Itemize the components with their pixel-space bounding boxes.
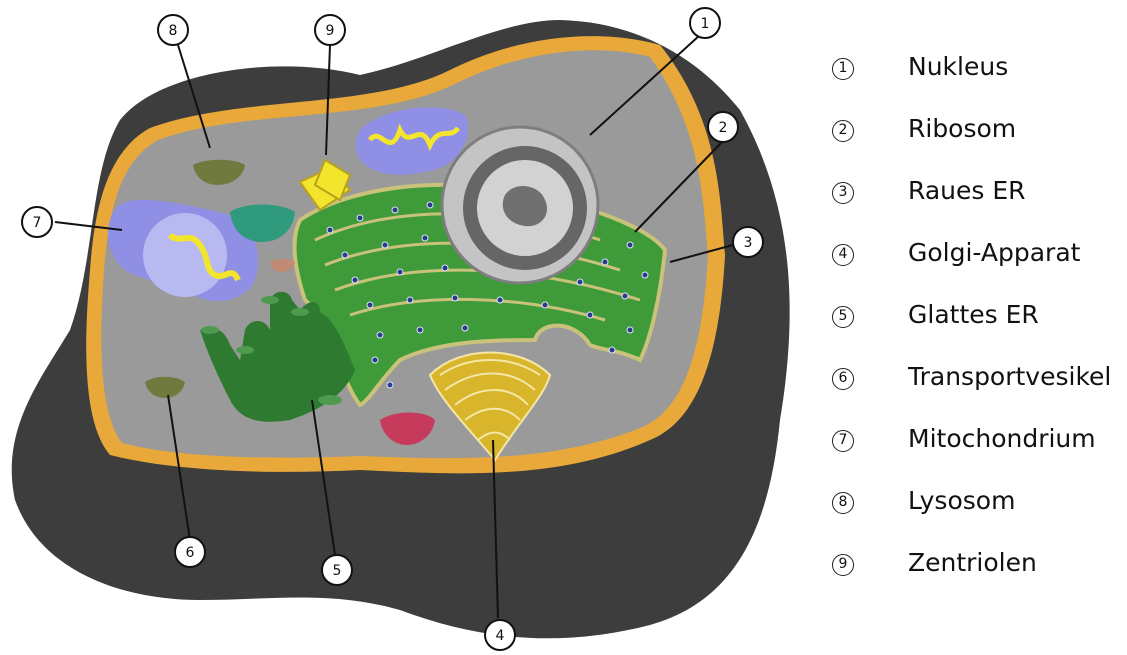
legend-item: 1 Nukleus: [832, 58, 1127, 120]
legend-number: 7: [832, 430, 854, 452]
legend-label: Golgi-Apparat: [908, 238, 1080, 267]
callout-4: 4: [496, 628, 505, 644]
legend-number: 3: [832, 182, 854, 204]
legend-item: 4 Golgi-Apparat: [832, 244, 1127, 306]
legend-item: 9 Zentriolen: [832, 554, 1127, 616]
callout-7: 7: [33, 215, 42, 231]
legend-item: 5 Glattes ER: [832, 306, 1127, 368]
legend-number: 2: [832, 120, 854, 142]
legend-label: Nukleus: [908, 52, 1008, 81]
legend-label: Mitochondrium: [908, 424, 1096, 453]
callout-5: 5: [333, 563, 342, 579]
legend-label: Zentriolen: [908, 548, 1037, 577]
legend-item: 7 Mitochondrium: [832, 430, 1127, 492]
nucleus: [442, 127, 598, 283]
legend-number: 9: [832, 554, 854, 576]
legend-number: 5: [832, 306, 854, 328]
callout-1: 1: [701, 16, 710, 32]
legend-number: 1: [832, 58, 854, 80]
legend-item: 8 Lysosom: [832, 492, 1127, 554]
callout-6: 6: [186, 545, 195, 561]
legend-item: 3 Raues ER: [832, 182, 1127, 244]
legend-number: 6: [832, 368, 854, 390]
legend-label: Lysosom: [908, 486, 1015, 515]
legend-number: 4: [832, 244, 854, 266]
legend-number: 8: [832, 492, 854, 514]
callout-9: 9: [326, 23, 335, 39]
legend-label: Ribosom: [908, 114, 1016, 143]
legend-label: Raues ER: [908, 176, 1026, 205]
legend-label: Glattes ER: [908, 300, 1039, 329]
callout-8: 8: [169, 23, 178, 39]
legend-item: 2 Ribosom: [832, 120, 1127, 182]
cell-diagram: 1 2 3 4 5 6 7 8 9: [0, 0, 800, 655]
callout-3: 3: [744, 235, 753, 251]
legend-item: 6 Transportvesikel: [832, 368, 1127, 430]
legend: 1 Nukleus 2 Ribosom 3 Raues ER 4 Golgi-A…: [832, 58, 1127, 616]
legend-label: Transportvesikel: [908, 362, 1111, 391]
callout-2: 2: [719, 120, 728, 136]
